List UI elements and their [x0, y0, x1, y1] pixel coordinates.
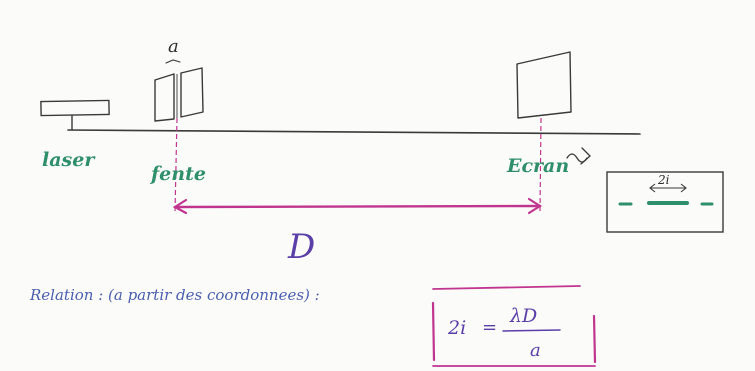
slit-label: fente	[149, 163, 206, 185]
optical-bench	[67, 129, 641, 135]
formula-box-right	[592, 314, 597, 364]
fringe-inset-frame	[606, 171, 724, 233]
fringe-width-arrow-right-head	[680, 183, 687, 193]
formula-denominator: a	[530, 340, 541, 361]
distance-arrow	[173, 204, 542, 209]
distance-label: D	[287, 227, 315, 267]
laser-body	[40, 99, 110, 117]
slit-width-marker	[165, 59, 181, 64]
distance-arrow-right-head	[527, 197, 543, 215]
screen-label: Ecran	[506, 155, 569, 177]
distance-arrow-left-head	[172, 198, 188, 215]
formula-box-top	[432, 285, 581, 290]
inset-arrow-head	[580, 147, 591, 165]
formula-box-left	[431, 301, 436, 362]
laser-label: laser	[42, 149, 96, 171]
formula-fraction-bar	[502, 329, 561, 332]
relation-intro: Relation : (a partir des coordonnees) :	[29, 286, 320, 304]
screen-panel	[516, 51, 572, 119]
formula-equals: =	[482, 317, 497, 338]
slit-width-label: a	[168, 36, 179, 57]
fringe-width-arrow-left-head	[649, 183, 656, 193]
fringe-width-label: 2i	[657, 173, 670, 187]
formula-numerator: λD	[509, 305, 537, 327]
formula-lhs: 2i	[447, 317, 466, 339]
slit-holder	[154, 67, 204, 122]
